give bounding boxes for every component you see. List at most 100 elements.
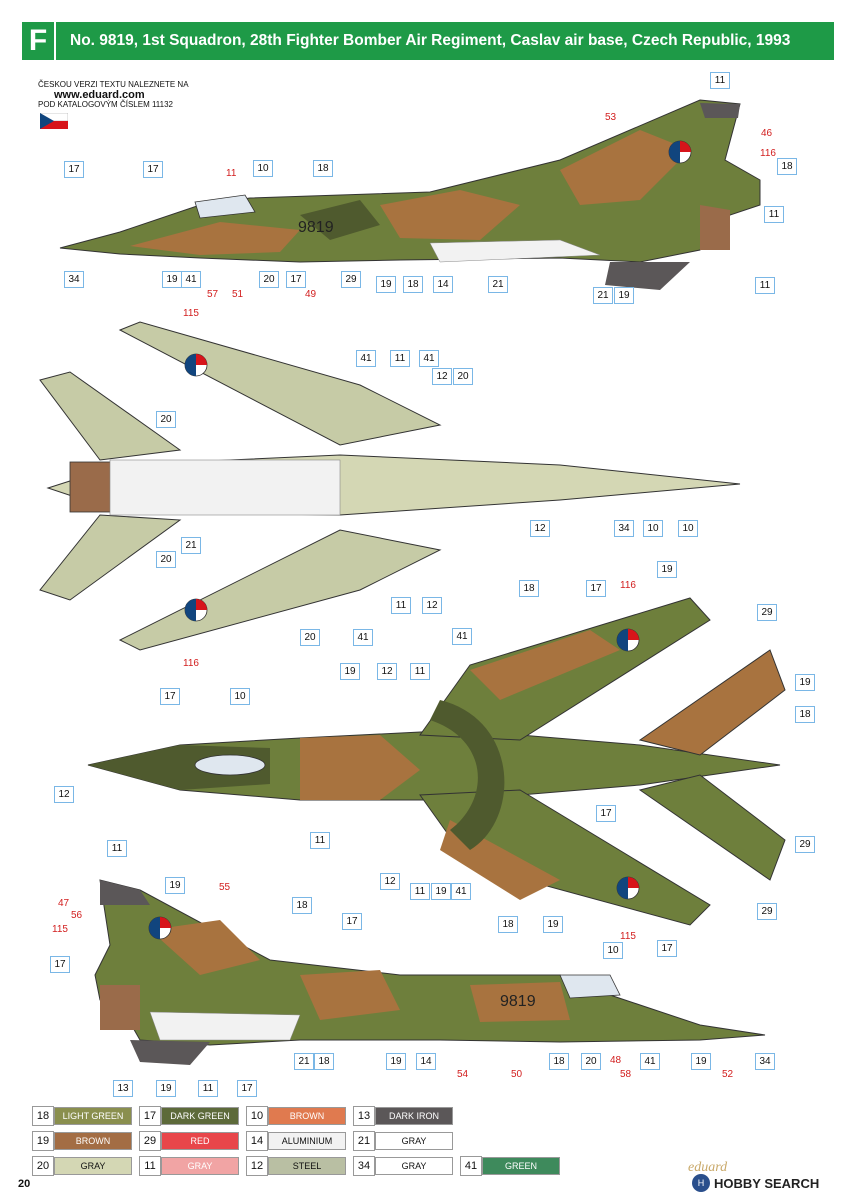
red-decal-num: 48	[610, 1055, 622, 1066]
callout: 20	[156, 551, 176, 568]
brand-logo: eduard	[688, 1160, 728, 1175]
callout: 34	[64, 271, 84, 288]
note-url[interactable]: www.eduard.com	[54, 89, 145, 101]
serial-number-side2: 9819	[500, 993, 536, 1010]
callout: 18	[795, 706, 815, 723]
callout: 11	[410, 883, 430, 900]
callout: 29	[757, 903, 777, 920]
red-decal-num: 116	[620, 580, 636, 591]
callout: 11	[755, 277, 775, 294]
callout: 12	[380, 873, 400, 890]
callout: 14	[433, 276, 453, 293]
callout: 10	[253, 160, 273, 177]
callout: 11	[391, 597, 411, 614]
callout: 11	[198, 1080, 218, 1097]
callout: 29	[795, 836, 815, 853]
callout: 17	[286, 271, 306, 288]
callout: 18	[549, 1053, 569, 1070]
red-decal-num: 56	[71, 910, 83, 921]
hobby-search-icon: H	[692, 1174, 710, 1192]
callout: 17	[50, 956, 70, 973]
callout: 17	[586, 580, 606, 597]
callout: 29	[341, 271, 361, 288]
callout: 17	[64, 161, 84, 178]
top-view	[87, 597, 786, 926]
callout: 21	[593, 287, 613, 304]
callout: 10	[643, 520, 663, 537]
callout: 18	[292, 897, 312, 914]
callout: 11	[107, 840, 127, 857]
callout: 17	[596, 805, 616, 822]
callout: 41	[452, 628, 472, 645]
legend-code: 12	[246, 1156, 268, 1176]
legend-code: 34	[353, 1156, 375, 1176]
callout: 12	[54, 786, 74, 803]
red-decal-num: 55	[219, 882, 231, 893]
red-decal-num: 46	[761, 128, 773, 139]
scheme-title: No. 9819, 1st Squadron, 28th Fighter Bom…	[70, 32, 791, 49]
legend-swatch: STEEL	[268, 1157, 346, 1175]
callout: 11	[710, 72, 730, 89]
legend-code: 19	[32, 1131, 54, 1151]
callout: 18	[403, 276, 423, 293]
callout: 12	[530, 520, 550, 537]
legend-code: 29	[139, 1131, 161, 1151]
callout: 12	[377, 663, 397, 680]
watermark-text: HOBBY SEARCH	[714, 1175, 820, 1191]
red-decal-num: 49	[305, 289, 317, 300]
callout: 41	[181, 271, 201, 288]
legend-swatch: GRAY	[375, 1157, 453, 1175]
callout: 18	[313, 160, 333, 177]
callout: 19	[156, 1080, 176, 1097]
legend-swatch: DARK GREEN	[161, 1107, 239, 1125]
callout: 12	[432, 368, 452, 385]
legend-code: 10	[246, 1106, 268, 1126]
legend-code: 14	[246, 1131, 268, 1151]
callout: 11	[764, 206, 784, 223]
legend-swatch: GRAY	[375, 1132, 453, 1150]
legend-swatch: GRAY	[161, 1157, 239, 1175]
legend-swatch: DARK IRON	[375, 1107, 453, 1125]
side-view-left: 9819	[59, 99, 761, 290]
legend-code: 20	[32, 1156, 54, 1176]
czech-note: ČESKOU VERZI TEXTU NALEZNETE NA www.edua…	[38, 80, 189, 110]
bottom-view	[39, 321, 741, 651]
callout: 19	[543, 916, 563, 933]
callout: 34	[755, 1053, 775, 1070]
red-decal-num: 115	[52, 924, 68, 935]
side-view-right: 9819	[94, 879, 766, 1065]
callout: 20	[156, 411, 176, 428]
callout: 17	[143, 161, 163, 178]
red-decal-num: 115	[620, 931, 636, 942]
callout: 19	[340, 663, 360, 680]
callout: 19	[431, 883, 451, 900]
legend-swatch: ALUMINIUM	[268, 1132, 346, 1150]
czech-flag-icon	[40, 113, 68, 129]
page-header: F No. 9819, 1st Squadron, 28th Fighter B…	[22, 22, 834, 60]
callout: 11	[310, 832, 330, 849]
red-decal-num: 51	[232, 289, 244, 300]
red-decal-num: 57	[207, 289, 219, 300]
callout: 34	[614, 520, 634, 537]
red-decal-num: 47	[58, 898, 70, 909]
callout: 11	[410, 663, 430, 680]
callout: 14	[416, 1053, 436, 1070]
callout: 10	[678, 520, 698, 537]
callout: 19	[614, 287, 634, 304]
red-decal-num: 116	[183, 658, 199, 669]
callout: 17	[342, 913, 362, 930]
callout: 19	[657, 561, 677, 578]
callout: 13	[113, 1080, 133, 1097]
callout: 21	[181, 537, 201, 554]
legend-code: 41	[460, 1156, 482, 1176]
red-decal-num: 53	[605, 112, 617, 123]
